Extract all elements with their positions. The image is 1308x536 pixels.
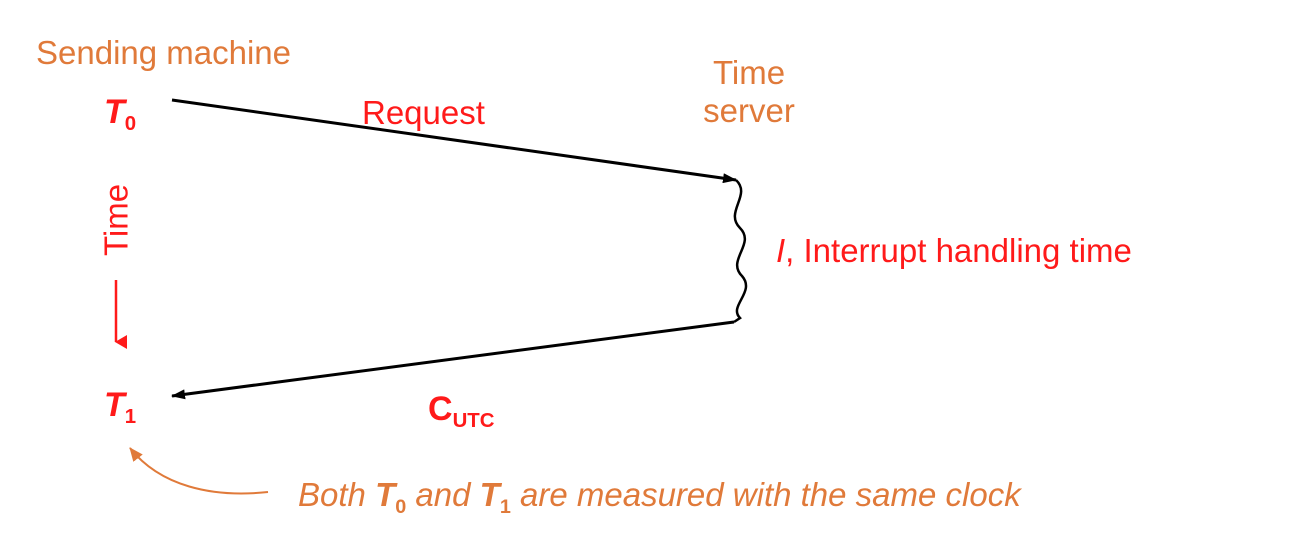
interrupt-text: , Interrupt handling time bbox=[785, 232, 1132, 269]
note-prefix: Both bbox=[298, 476, 376, 513]
time-server-line1: Time bbox=[712, 54, 786, 91]
request-label: Request bbox=[362, 94, 485, 131]
cutc-label: CUTC bbox=[428, 390, 494, 431]
time-server-line2: server bbox=[703, 91, 795, 129]
t1-subscript: 1 bbox=[124, 406, 137, 429]
interrupt-wave-line bbox=[733, 179, 748, 324]
request-arrow bbox=[171, 98, 737, 184]
note-pointer-arrow bbox=[129, 447, 269, 495]
same-clock-note: Both T0 and T1 are measured with the sam… bbox=[298, 476, 1021, 518]
cutc-main: C bbox=[428, 390, 453, 428]
note-t1: T1 bbox=[479, 476, 511, 518]
interrupt-handling-label: I, Interrupt handling time bbox=[776, 234, 1132, 267]
time-server-label: Time server bbox=[693, 54, 805, 130]
t1-main: T bbox=[104, 386, 125, 424]
t0-subscript: 0 bbox=[124, 113, 137, 136]
t0-label: T0 bbox=[104, 93, 136, 134]
sending-machine-label: Sending machine bbox=[36, 34, 292, 71]
reply-arrow bbox=[171, 320, 735, 400]
note-suffix: are measured with the same clock bbox=[510, 476, 1021, 513]
note-mid: and bbox=[406, 476, 480, 513]
interrupt-symbol: I bbox=[776, 232, 786, 269]
time-axis-label: Time bbox=[97, 183, 135, 257]
cutc-subscript: UTC bbox=[452, 410, 495, 433]
t1-label: T1 bbox=[104, 386, 136, 427]
note-t0: T0 bbox=[375, 476, 407, 518]
t0-main: T bbox=[104, 93, 125, 131]
